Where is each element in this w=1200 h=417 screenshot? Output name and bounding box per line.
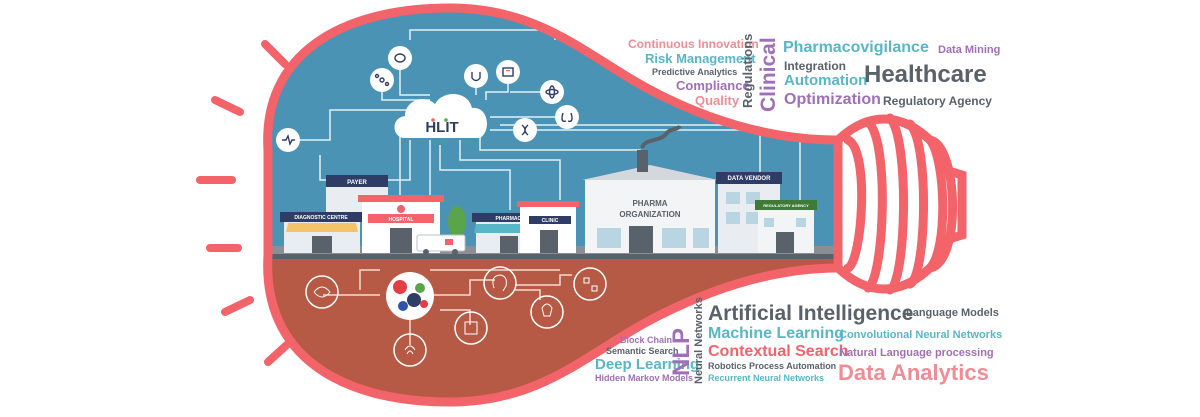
ray (221, 296, 254, 316)
cloud (394, 93, 487, 138)
light-rays (196, 40, 294, 366)
building-labels: PAYER DIAGNOSTIC CENTRE HOSPITAL PHARMAC… (294, 176, 809, 224)
heart-pulse-icon (276, 128, 300, 152)
soil-connections (323, 269, 572, 345)
word-data-analytics: Data Analytics (838, 360, 989, 385)
word-convolutional-neural-networks: Convolutional Neural Networks (839, 329, 1003, 341)
word-natural-language-processing: Natural Language processing (839, 347, 994, 359)
pharma-label-line2: ORGANIZATION (619, 210, 680, 219)
clinic-label: CLINIC (542, 218, 559, 224)
word-integration: Integration (784, 59, 846, 73)
word-compliance: Compliance (676, 78, 750, 93)
soil-icon-group (305, 266, 607, 367)
word-machine-learning: Machine Learning (708, 325, 845, 342)
payer-label: PAYER (347, 180, 367, 186)
regulatory-label: REGULATORY AGENCY (763, 203, 809, 208)
ai-head-icon (483, 266, 517, 300)
word-language-models: Language Models (906, 307, 999, 319)
word-continuous-innovation: Continuous Innovation (628, 37, 759, 51)
word-nlp: NLP (668, 328, 695, 376)
word-robotics-process-automation: Robotics Process Automation (708, 361, 837, 371)
word-contextual-search: Contextual Search (708, 343, 849, 360)
first-aid-kit-icon (496, 60, 520, 84)
tree (448, 206, 466, 238)
ambulance (416, 234, 466, 255)
word-automation: Automation (784, 72, 868, 89)
atom-icon (540, 80, 564, 104)
bulb-chip-icon (530, 295, 564, 329)
word-predictive-analytics: Predictive Analytics (652, 67, 738, 77)
cloud-icon-group (276, 46, 579, 152)
word-regulations: Regulations (740, 33, 755, 108)
ground-line (267, 253, 838, 259)
pharma-label-line1: PHARMA (632, 199, 667, 208)
small-red-marks (506, 70, 510, 72)
word-pharmacovigilance: Pharmacovigilance (783, 39, 929, 56)
word-data-mining: Data Mining (938, 44, 1001, 56)
word-deep-learning: Deep Learning (595, 356, 700, 373)
ray (261, 40, 289, 68)
word-block-chain: Block Chain (620, 335, 673, 345)
brain-icon (388, 46, 412, 70)
word-recurrent-neural-networks: Recurrent Neural Networks (708, 373, 825, 383)
word-healthcare: Healthcare (864, 61, 987, 88)
ray (211, 96, 244, 116)
hlit-logo: HLIT (425, 119, 458, 136)
word-hidden-markov-models: Hidden Markov Models (595, 373, 694, 383)
word-semantic-search: Semantic Search (606, 346, 679, 356)
word-artificial-intelligence: Artificial Intelligence (708, 302, 914, 325)
network-icon (370, 68, 394, 92)
word-neural-networks: Neural Networks (693, 297, 705, 384)
workflow-icon (573, 267, 607, 301)
diagnostic-label: DIAGNOSTIC CENTRE (294, 215, 348, 221)
word-clinical: Clinical (757, 37, 780, 112)
buildings (280, 124, 817, 255)
soil-icon-glyphs (313, 274, 598, 355)
word-regulatory-agency: Regulatory Agency (883, 94, 992, 108)
fingerprint-icon (393, 333, 427, 367)
stethoscope-icon (464, 64, 488, 88)
bulb-screw (833, 113, 967, 295)
cloud-icon-glyphs (282, 53, 573, 147)
circuit-brain-icon (305, 275, 339, 309)
word-optimization: Optimization (784, 91, 881, 108)
molecule-icon (386, 272, 434, 320)
hospital-label: HOSPITAL (389, 217, 414, 223)
pharma-label: PHARMA ORGANIZATION (619, 199, 680, 219)
lungs-icon (555, 105, 579, 129)
pharmacy-label: PHARMACY (496, 216, 526, 222)
analytics-icon (454, 311, 488, 345)
data-vendor-label: DATA VENDOR (728, 176, 772, 182)
word-risk-management: Risk Management (645, 51, 756, 66)
ray (264, 338, 294, 366)
word-quality: Quality (695, 93, 740, 108)
